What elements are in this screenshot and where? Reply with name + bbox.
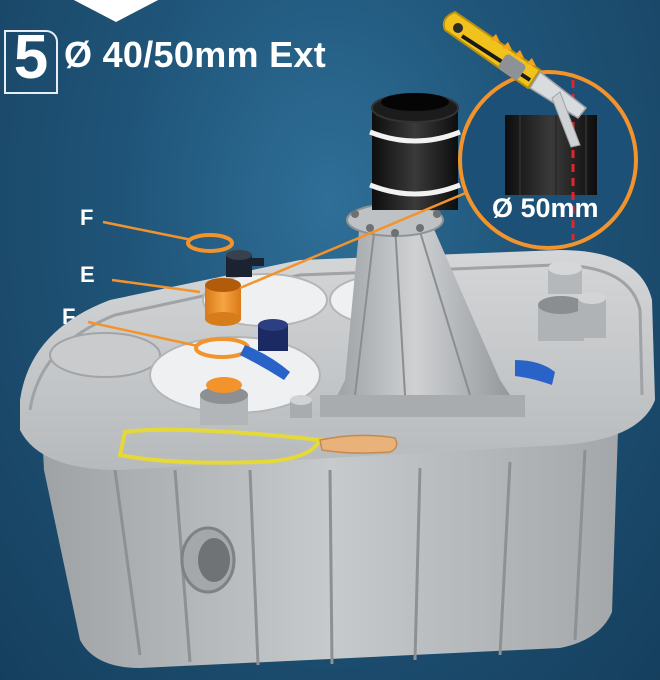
- pipe-clamp-lower: [369, 182, 461, 197]
- utility-knife-icon: [442, 10, 588, 148]
- zoom-pipe: [505, 115, 597, 195]
- float-cable: [117, 427, 324, 465]
- blue-valve: [240, 319, 290, 380]
- lid-rim: [28, 263, 644, 411]
- side-outlet-hole: [198, 538, 230, 582]
- lid-dome: [49, 332, 161, 378]
- zoom-circle-border: [458, 70, 638, 250]
- zoom-pipe-ribs: [519, 115, 587, 195]
- step-badge: [4, 30, 58, 94]
- right-inlets: [538, 261, 606, 341]
- cone-ribs: [354, 224, 471, 396]
- header-notch: [70, 0, 162, 22]
- callout-f-upper: F: [80, 205, 94, 230]
- flange-bolts: [351, 210, 441, 237]
- front-inlets: [200, 377, 312, 425]
- discharge-cone: [330, 220, 520, 410]
- zoom-diameter-label: Ø 50mm: [492, 193, 599, 223]
- wooden-handle: [319, 434, 398, 454]
- black-valve-upper: [226, 250, 264, 277]
- page-title: Ø 40/50mm Ext: [64, 34, 327, 75]
- blue-clip-right: [515, 360, 555, 385]
- step-number: 5: [13, 23, 49, 92]
- leader-lines: [87, 190, 469, 348]
- callout-f-lower: F: [62, 304, 76, 329]
- cone-base: [320, 395, 525, 417]
- part-f-ring-upper: [186, 233, 234, 253]
- callout-e: E: [80, 262, 95, 287]
- pipe-clamp-upper: [369, 129, 461, 144]
